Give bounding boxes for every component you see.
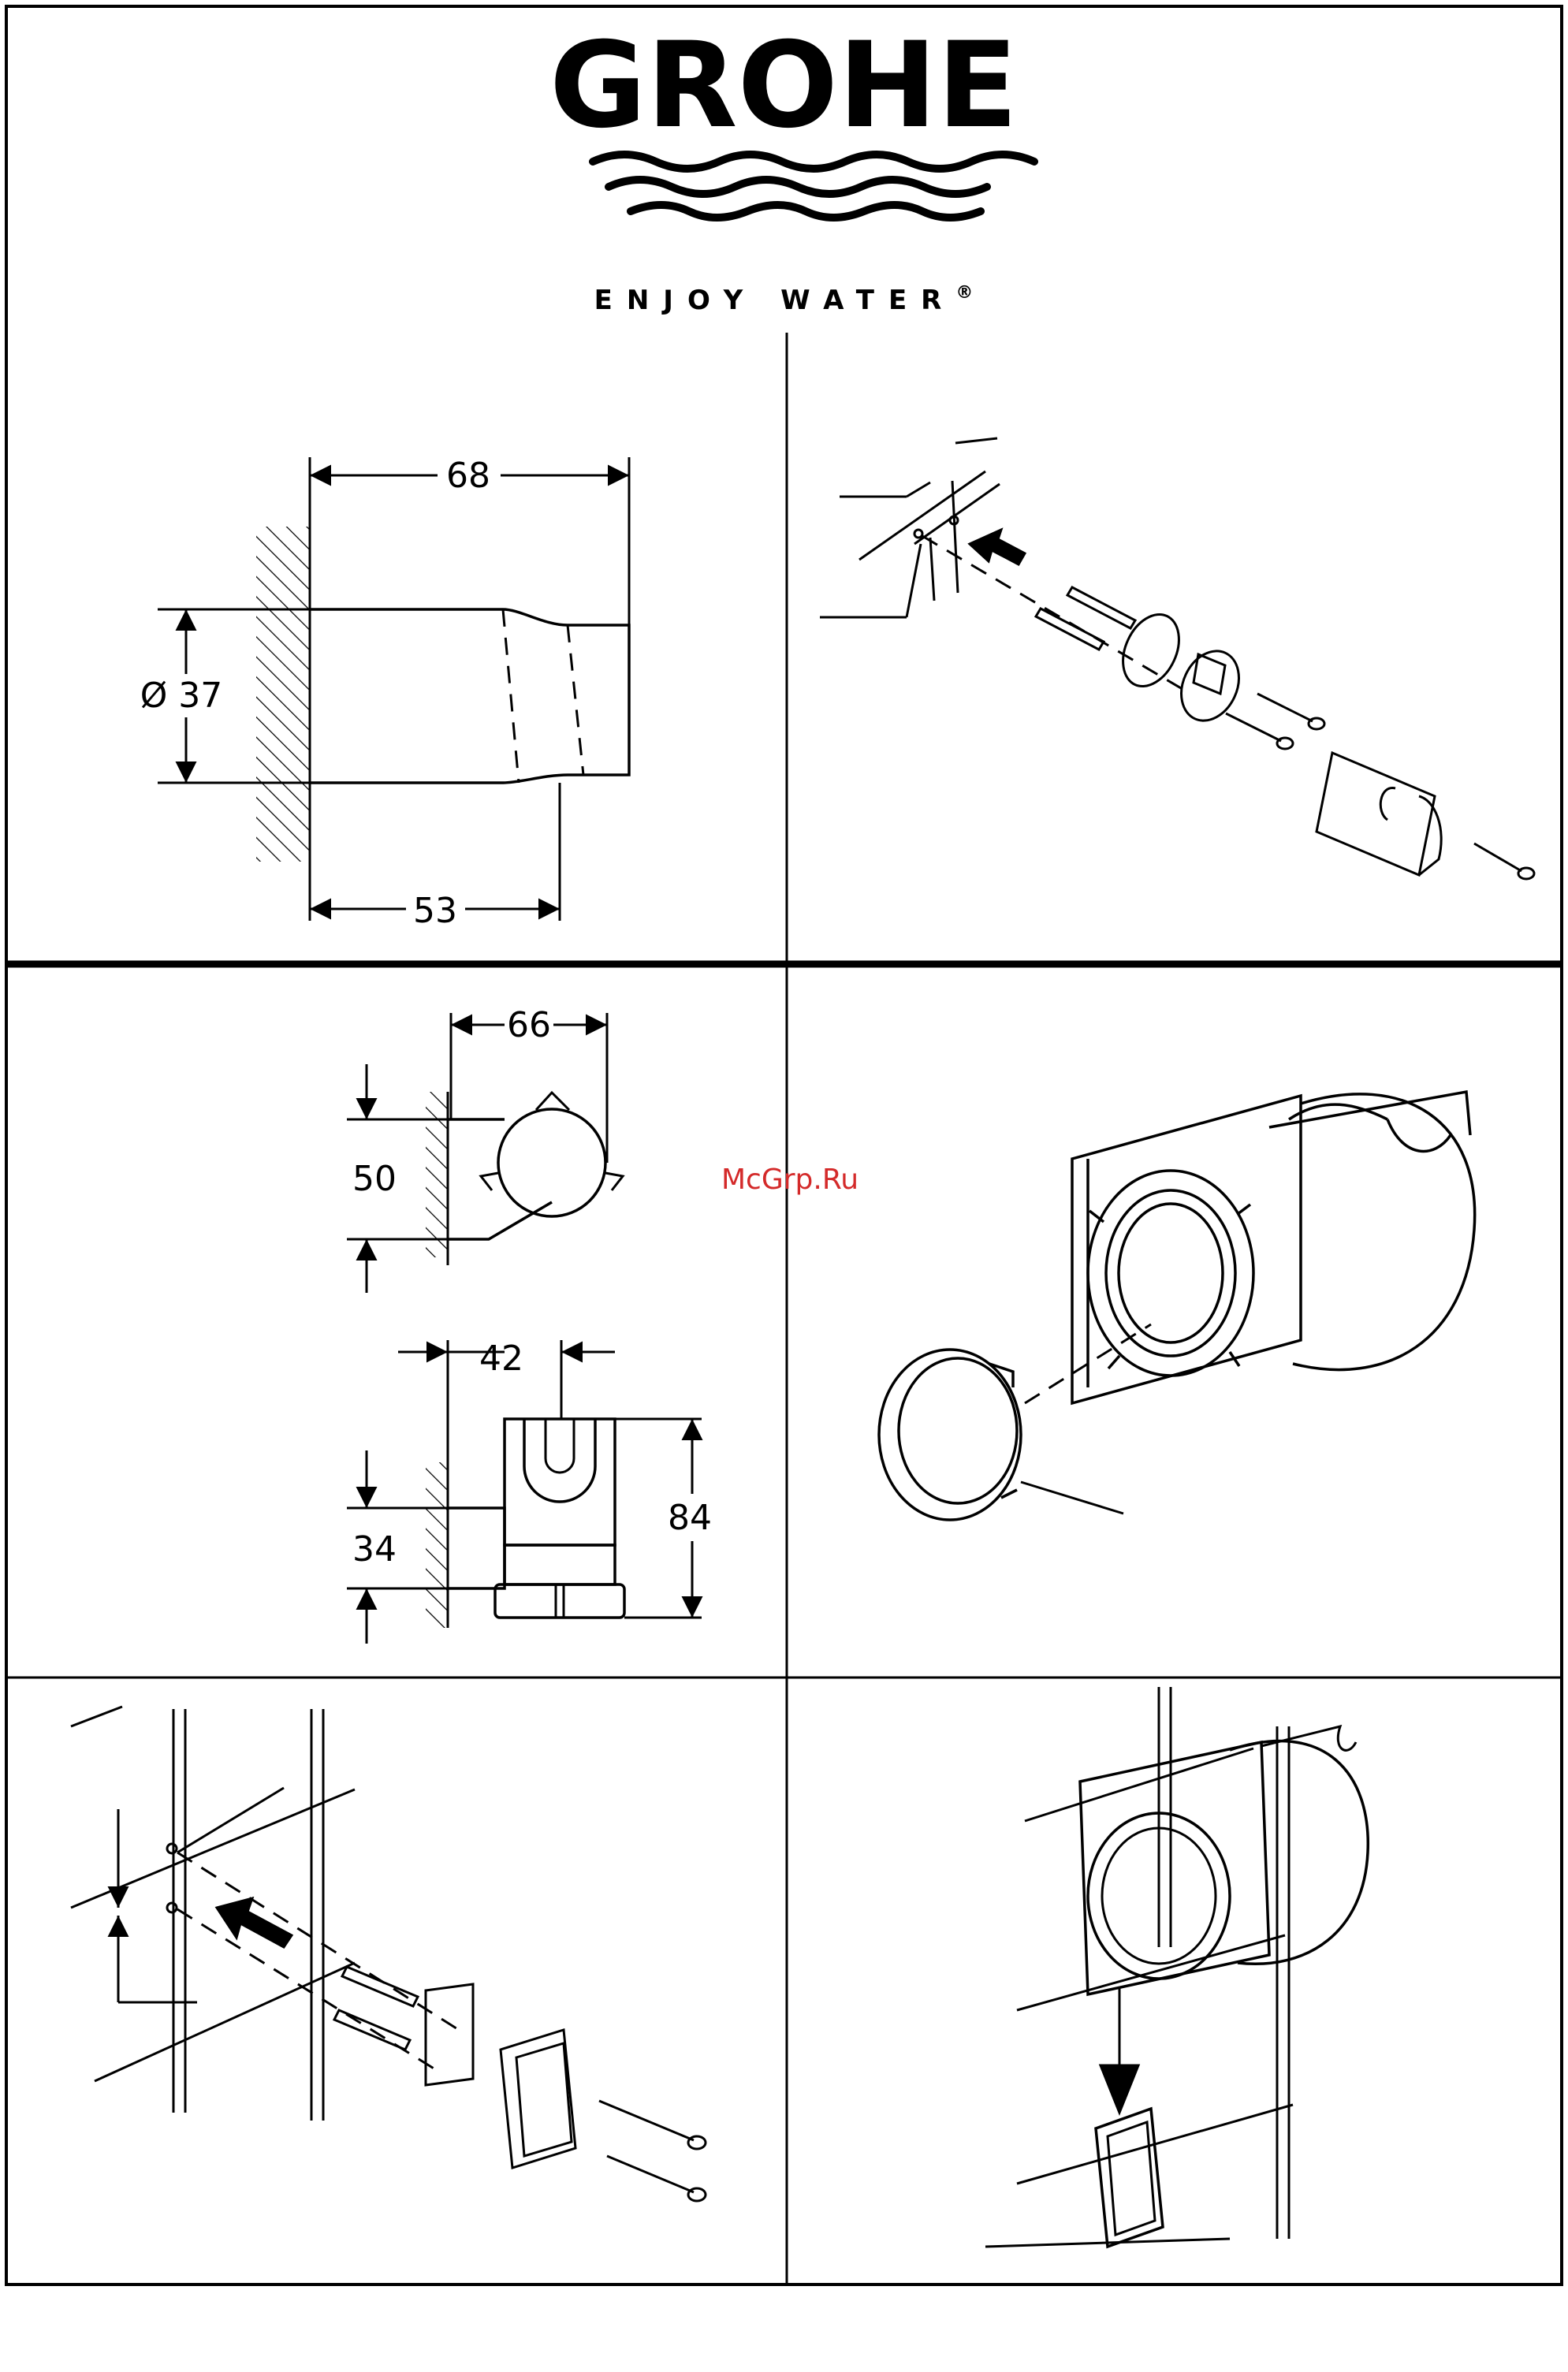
wave-icon: [593, 155, 1034, 218]
panel-dimensions-side: [158, 457, 629, 921]
screw-1: [1257, 694, 1313, 721]
arrow-down-icon: [1101, 2065, 1138, 2113]
mount-plate-2: [1080, 1742, 1269, 1994]
holder-body: [1317, 753, 1435, 875]
panel-cap-fitting: [879, 1092, 1475, 1520]
panel-install-wall-mount: [820, 438, 1534, 879]
holder-front-view: [505, 1419, 615, 1545]
dim-height-50: 50: [352, 1159, 397, 1199]
panel-install-tile-bracket: [71, 1707, 706, 2201]
panel-dimensions-alt: [347, 1013, 702, 1644]
bayonet-ring: [1088, 1171, 1253, 1376]
screw-5: [607, 2156, 694, 2192]
dim-diameter-37: Ø 37: [140, 676, 223, 716]
mount-core: [1171, 642, 1250, 730]
dim-width-68: 68: [446, 456, 490, 496]
wall-hatch: [256, 527, 310, 862]
dim-height-34: 34: [352, 1529, 397, 1570]
panel-holder-slide-on: [985, 1687, 1368, 2247]
screw-2: [1226, 713, 1281, 741]
dim-width-42: 42: [479, 1339, 523, 1379]
spacer-plate: [426, 1984, 473, 2085]
wall-plug-icon: [1067, 587, 1135, 628]
mount-plate: [1072, 1096, 1301, 1403]
brand-name: GROHE: [549, 17, 1018, 155]
dim-depth-53: 53: [413, 891, 457, 931]
grohe-logo: GROHE ENJOY WATER®: [549, 17, 1034, 316]
screw-3: [1474, 843, 1521, 871]
wall-plug-icon-3: [342, 1967, 418, 2006]
knob-top-view: [498, 1109, 605, 1216]
cover-cap: [879, 1350, 1021, 1520]
brand-tagline: ENJOY WATER®: [594, 283, 974, 316]
watermark: McGrp.Ru: [721, 1164, 858, 1196]
screw-4: [599, 2101, 694, 2140]
wall-plug-icon-2: [1036, 609, 1104, 650]
holder-cylinder: [1293, 1094, 1475, 1370]
dim-width-66: 66: [507, 1005, 551, 1045]
frame: [6, 6, 1562, 2284]
dim-height-84: 84: [668, 1498, 712, 1538]
arrow-icon: [970, 530, 1025, 564]
rosette-disc: [1112, 605, 1190, 695]
